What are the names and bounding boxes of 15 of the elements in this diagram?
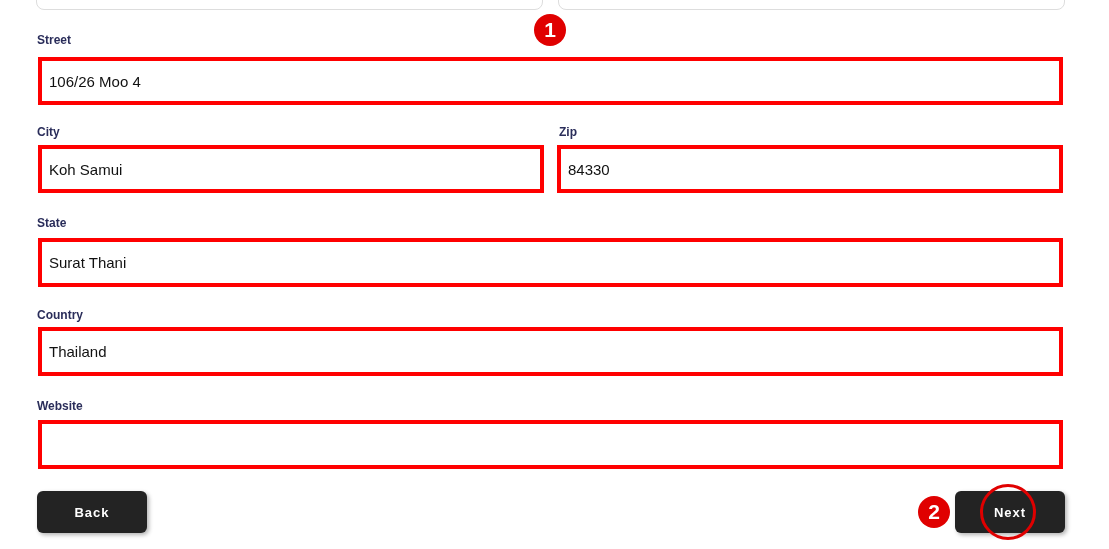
input-field: 84330 — [557, 145, 1063, 193]
callout-number: 2 — [918, 496, 950, 528]
field-label: Street — [37, 33, 71, 47]
field-label: Zip — [559, 125, 577, 139]
input-field: 106/26 Moo 4 — [38, 57, 1063, 105]
input-field: Thailand — [38, 327, 1063, 376]
back-button: Back — [37, 491, 147, 533]
next-button: Next — [955, 491, 1065, 533]
input-field: Koh Samui — [38, 145, 544, 193]
input-field: Surat Thani — [38, 238, 1063, 287]
field-label: Website — [37, 399, 83, 413]
field-label: State — [37, 216, 67, 230]
callout-number: 1 — [534, 14, 566, 46]
field-label: City — [37, 125, 60, 139]
field-label: Country — [37, 308, 83, 322]
